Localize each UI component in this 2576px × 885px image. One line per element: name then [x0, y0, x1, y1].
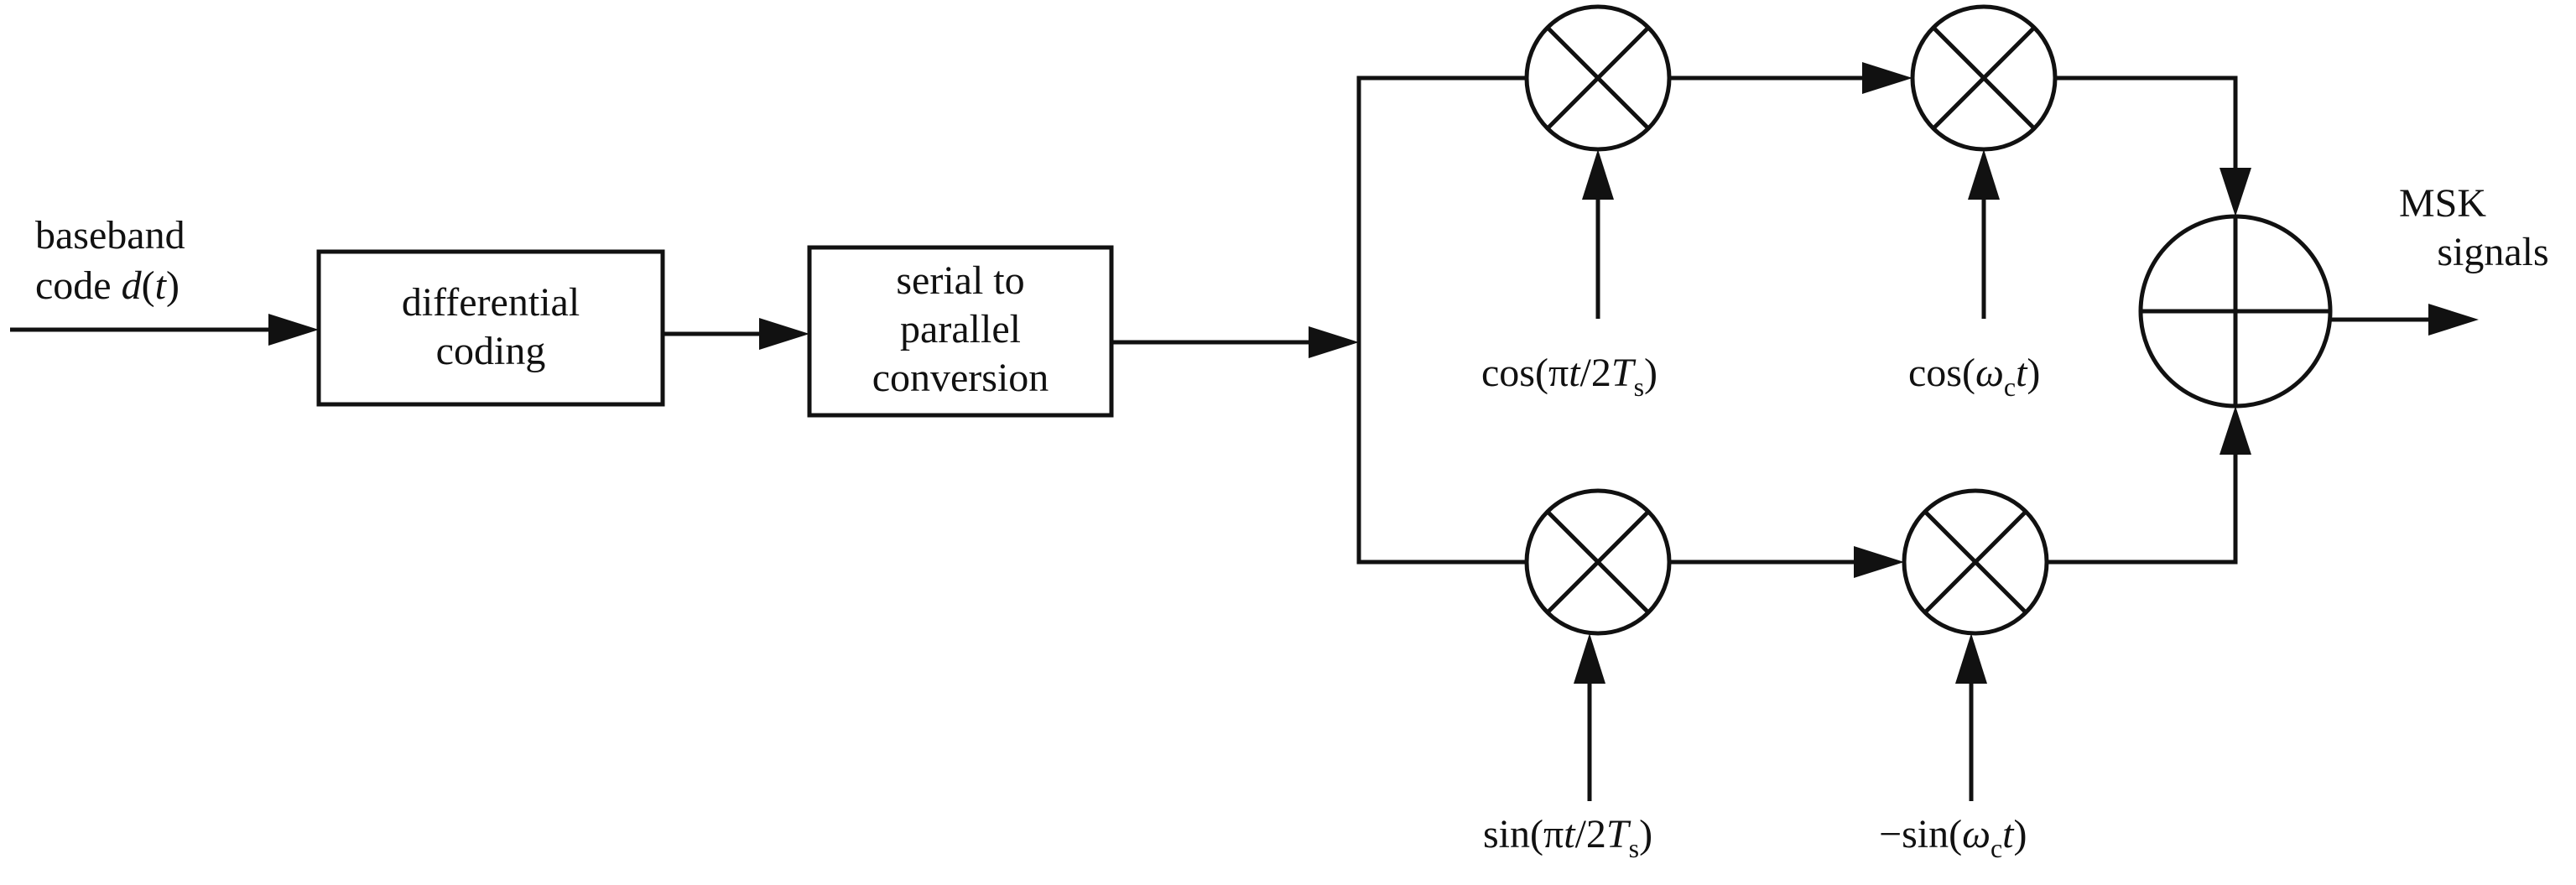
cos-pi-label: cos(πt/2Ts): [1481, 351, 1657, 402]
lower-mid-arrow: [1669, 546, 1904, 578]
differential-coding-block: [316, 249, 665, 407]
cos-wc-input-arrow: [1968, 149, 2000, 319]
neg-sin-wc-label: −sin(ωct): [1879, 812, 2027, 863]
serial-to-parallel-line2: parallel: [900, 307, 1021, 351]
cos-pi-input-arrow: [1582, 149, 1614, 319]
upper-mid-arrow: [1669, 62, 1912, 94]
lower-to-adder-arrow: [2047, 406, 2251, 565]
input-label-line2: code d(t): [35, 263, 180, 308]
output-label-line2: signals: [2437, 230, 2548, 274]
diff-to-serial-arrow: [663, 318, 809, 350]
lower-multiplier-1: [1524, 488, 1672, 636]
upper-multiplier-1: [1524, 4, 1672, 152]
serial-to-parallel-block: [807, 245, 1114, 418]
differential-coding-line1: differential: [402, 280, 580, 325]
adder-node: [2138, 214, 2333, 409]
serial-to-parallel-line1: serial to: [896, 258, 1024, 303]
output-label-line1: MSK: [2399, 181, 2486, 226]
serial-to-parallel-line3: conversion: [872, 356, 1049, 400]
split-bus: [1356, 75, 1527, 565]
upper-multiplier-2: [1910, 4, 2058, 152]
neg-sin-wc-input-arrow: [1955, 633, 1987, 801]
sin-pi-input-arrow: [1574, 633, 1605, 801]
differential-coding-line2: coding: [436, 329, 546, 373]
output-arrow: [2330, 304, 2479, 336]
serial-to-split-arrow: [1111, 326, 1359, 358]
lower-multiplier-2: [1902, 488, 2049, 636]
upper-to-adder-arrow: [2055, 75, 2251, 216]
input-arrow: [10, 314, 319, 346]
sin-pi-label: sin(πt/2Ts): [1483, 812, 1652, 863]
cos-wc-label: cos(ωct): [1908, 351, 2040, 402]
input-label-line1: baseband: [35, 213, 185, 258]
